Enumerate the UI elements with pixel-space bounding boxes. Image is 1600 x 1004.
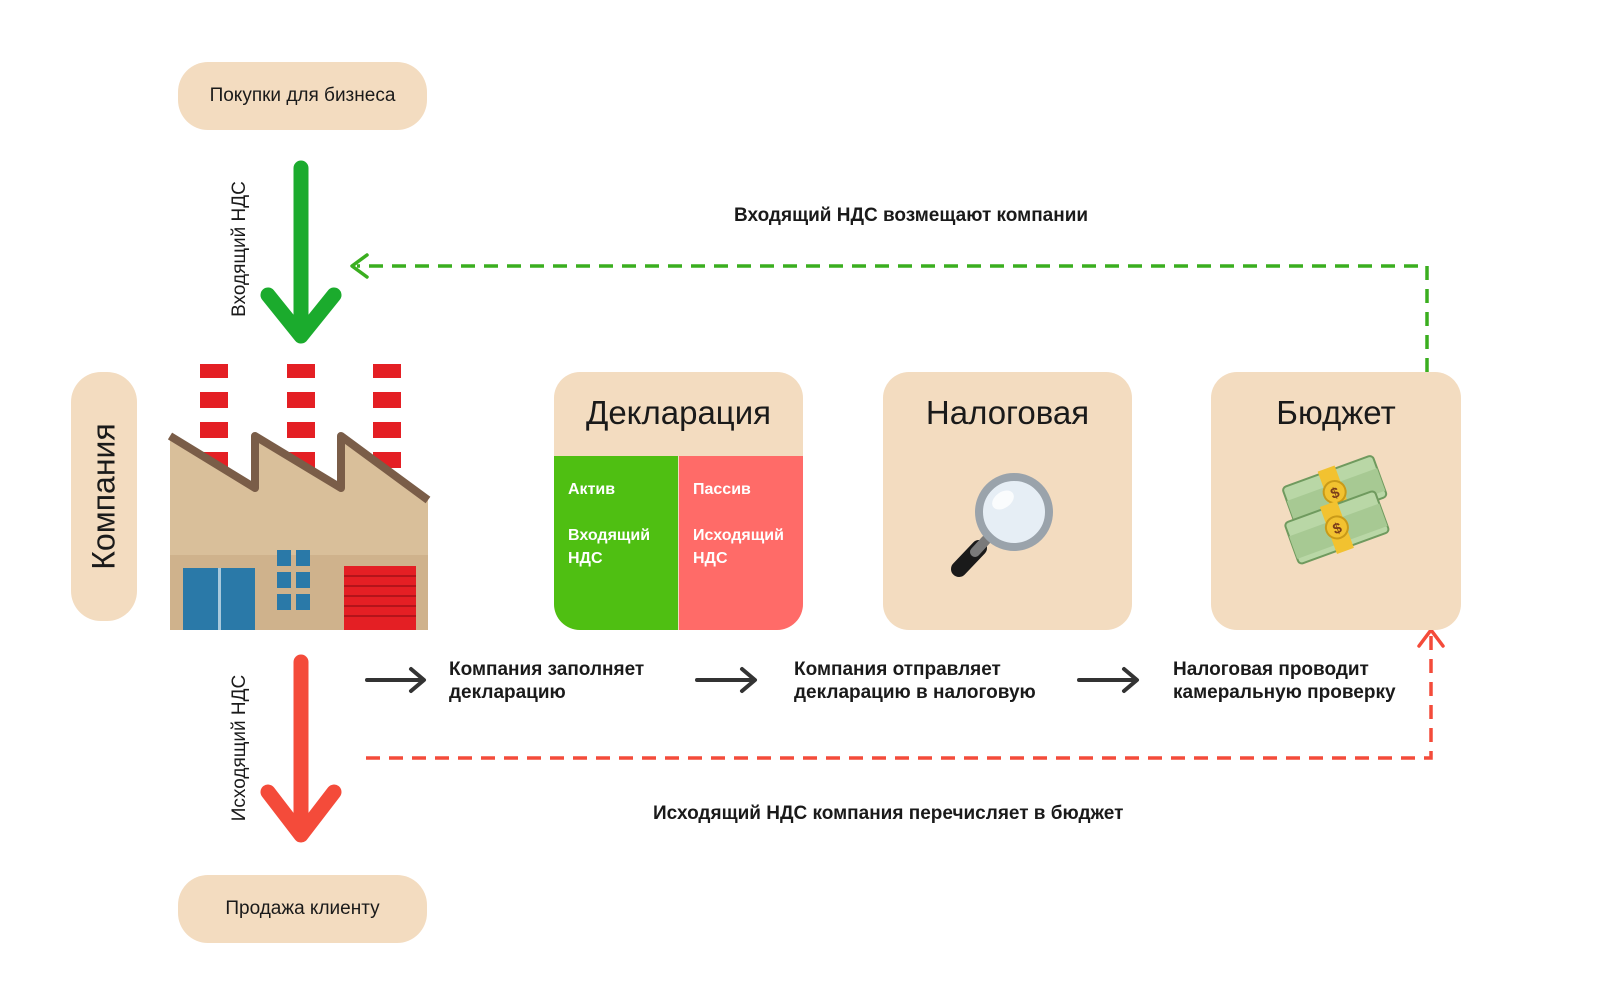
step-arrow-3 (1077, 667, 1139, 693)
payment-dashed-path (366, 628, 1445, 760)
asset-header: Актив (568, 481, 616, 498)
step-desk-audit: Налоговая проводит камеральную проверку (1173, 659, 1396, 703)
liability-value: Исходящий НДС (693, 527, 784, 567)
payment-flow-label: Исходящий НДС компания перечисляет в бюд… (653, 803, 1124, 824)
step-arrow-2 (695, 667, 757, 693)
liability-cell: Пассив Исходящий НДС (679, 456, 803, 630)
company-node: Компания (71, 372, 137, 621)
declaration-title: Декларация (585, 394, 772, 431)
asset-cell: Актив Входящий НДС (554, 456, 678, 630)
declaration-card: Декларация Актив Входящий НДС Пассив Исх… (554, 372, 803, 630)
step-arrow-1 (365, 667, 426, 693)
budget-title: Бюджет (1276, 394, 1396, 431)
incoming-vat-arrow (260, 160, 342, 344)
step-send-declaration: Компания отправляет декларацию в налогов… (794, 659, 1036, 703)
liability-header: Пассив (693, 481, 751, 498)
tax-office-title: Налоговая (925, 394, 1090, 431)
budget-card: Бюджет $ $ (1211, 372, 1461, 630)
refund-flow-label: Входящий НДС возмещают компании (734, 205, 1089, 226)
purchases-node: Покупки для бизнеса (178, 62, 427, 130)
magnifier-icon (951, 473, 1053, 577)
sale-node: Продажа клиенту (178, 875, 427, 943)
step-fill-declaration: Компания заполняет декларацию (449, 659, 645, 703)
tax-office-card: Налоговая (883, 372, 1132, 630)
asset-value: Входящий НДС (568, 527, 651, 567)
outgoing-vat-arrow (260, 654, 342, 843)
money-stack-icon: $ $ (1282, 455, 1390, 565)
refund-dashed-path (350, 253, 1429, 372)
